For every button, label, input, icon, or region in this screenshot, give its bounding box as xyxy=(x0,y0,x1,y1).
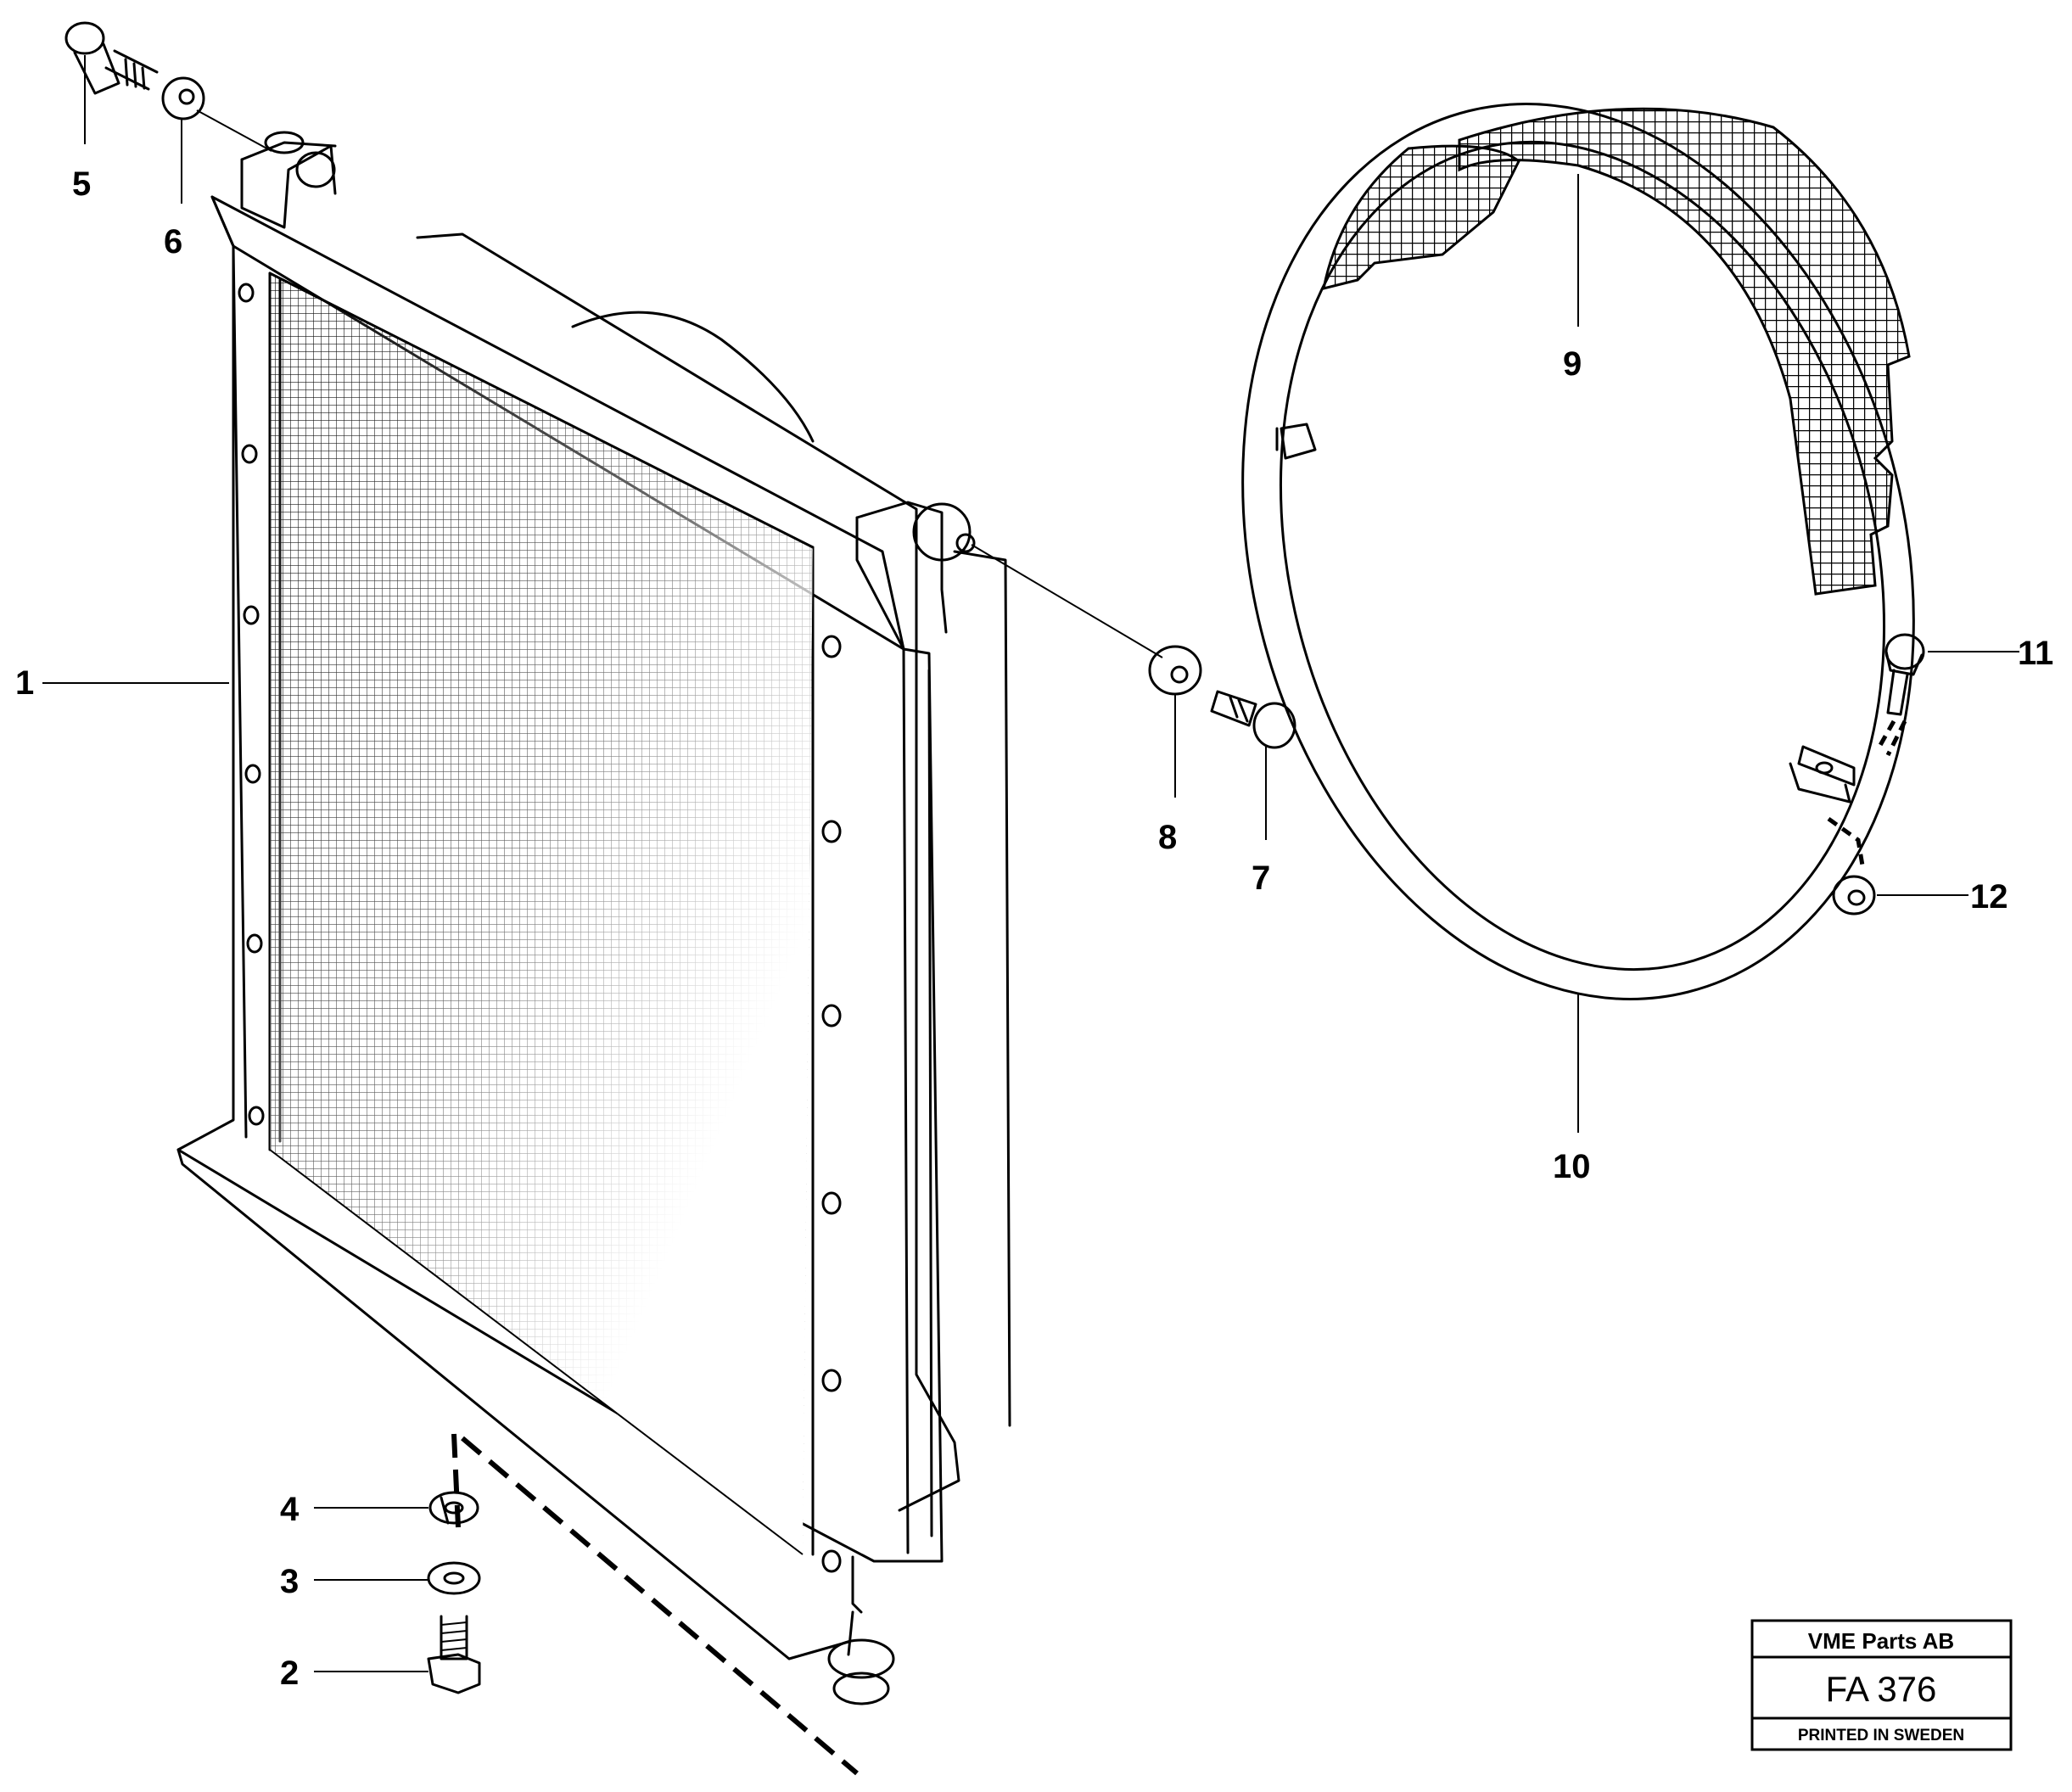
radiator xyxy=(176,131,1011,1705)
callout-7: 7 xyxy=(1252,860,1270,897)
bolt-2 xyxy=(427,1615,481,1694)
bolt-7 xyxy=(1210,690,1296,749)
callout-6: 6 xyxy=(164,223,182,260)
fan-guard-ring xyxy=(1241,103,1915,1000)
bolt-11 xyxy=(1877,633,1925,757)
callout-8: 8 xyxy=(1158,819,1177,856)
callout-1: 1 xyxy=(15,664,34,702)
callout-9: 9 xyxy=(1563,345,1582,383)
print-note: PRINTED IN SWEDEN xyxy=(1798,1727,1964,1744)
rivet-row-right xyxy=(821,635,842,1573)
callout-labels: 1 2 3 4 5 6 7 8 9 10 11 12 xyxy=(15,165,2053,1692)
nut-12 xyxy=(1827,816,1876,916)
callout-4: 4 xyxy=(280,1491,300,1528)
title-block: VME Parts AB FA 376 PRINTED IN SWEDEN xyxy=(1750,1619,2013,1751)
callout-3: 3 xyxy=(280,1563,299,1600)
lock-washer-4 xyxy=(428,1491,479,1525)
callout-5: 5 xyxy=(72,165,91,203)
callout-11: 11 xyxy=(2018,635,2053,672)
bolt-5 xyxy=(64,21,159,95)
washer-6 xyxy=(161,76,272,152)
callout-2: 2 xyxy=(280,1655,299,1692)
leader-lines xyxy=(42,55,2019,1672)
drawing-number: FA 376 xyxy=(1826,1669,1937,1709)
rivet-row-left xyxy=(238,283,265,1126)
company-name: VME Parts AB xyxy=(1808,1628,1954,1654)
callout-10: 10 xyxy=(1553,1148,1591,1185)
washer-3 xyxy=(427,1561,481,1595)
callout-12: 12 xyxy=(1970,878,2008,916)
